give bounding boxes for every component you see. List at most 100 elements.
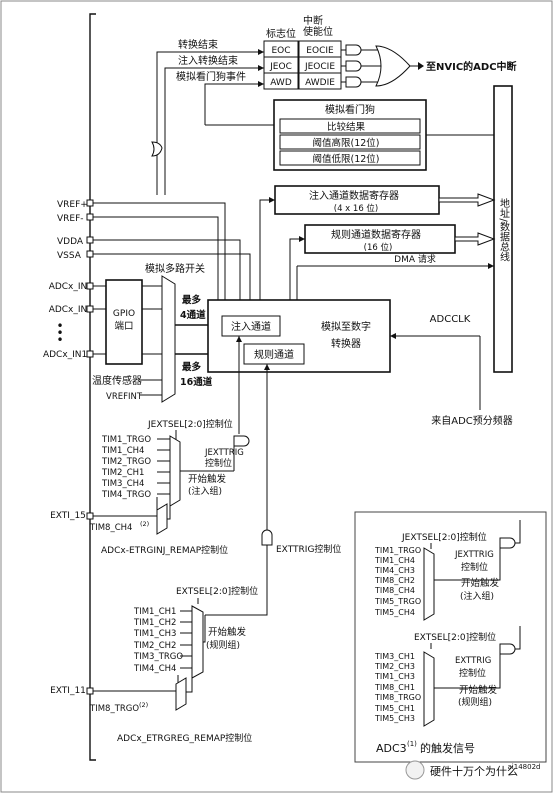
adc3-inj-input: TIM4_CH3 [374,566,415,575]
exti15-pin: EXTI_15 [50,511,86,521]
jextsel-label: JEXTSEL[2:0]控制位 [147,418,233,430]
reg-remap-mux [175,677,187,711]
vref-plus-line [93,202,226,300]
jexttrig-and-gate [233,435,250,447]
max16-label-1: 最多 [182,361,202,373]
adc3-extsel-label: EXTSEL[2:0]控制位 [414,631,496,643]
data-bus-label: 地址/数据总线 [498,197,510,262]
vref-plus-pin: VREF+ [57,200,88,210]
adc3-trigger-box [354,511,547,763]
pin-pad [86,199,94,207]
enable-eocie: EOCIE [306,46,334,56]
arrow-head [258,65,264,71]
adc3-inj-start-1: 开始触发 [461,577,500,589]
injected-channel-box [221,315,281,337]
event-eoc-label: 转换结束 [178,38,218,51]
flag-jeoc: JEOC [269,62,292,72]
or-gate [375,45,411,87]
vdda-line [93,239,241,316]
inj-input-tim4-trgo: TIM4_TRGO [101,490,151,500]
jexttrig-label-1: JEXTTRIG [204,448,244,458]
inj-input-tim2-ch1: TIM2_CH1 [101,468,144,478]
channel-dots-3: • [56,333,63,347]
enable-jeocie: JEOCIE [304,62,335,72]
adc3-inj-start-2: (注入组) [460,590,494,602]
wechat-icon [405,760,425,780]
inj-input-tim1-trgo: TIM1_TRGO [101,435,151,445]
watchdog-high-threshold: 阈值高限(12位) [312,137,379,149]
flag-box [263,40,299,90]
inj-start-trigger-2: (注入组) [188,485,222,497]
adc3-exttrig-2: 控制位 [459,667,486,679]
and-gate-jeoc [345,60,362,72]
vref-minus-line [93,216,219,300]
adc-in1-pin: ADCx_IN1 [49,305,93,315]
adc3-inj-input: TIM5_TRGO [374,597,421,606]
reg-remap-label: ADCx_ETRGREG_REMAP控制位 [117,732,252,744]
wire [515,520,521,544]
injected-bus-arrow [438,193,496,207]
tim8-trgo-label: TIM8_TRGO [89,704,139,714]
regular-register-sub: (16 位) [364,242,393,253]
injected-data-path [259,199,275,300]
reg-input-tim1-ch3: TIM1_CH3 [133,629,176,639]
arrow-head [258,49,264,55]
adc3-jextsel-label: JEXTSEL[2:0]控制位 [401,531,487,543]
inj-input-tim1-ch4: TIM1_CH4 [101,446,144,456]
adc3-reg-input: TIM2_CH3 [374,662,415,671]
awd-line [204,83,264,125]
jexttrig-label-2: 控制位 [205,457,232,469]
inj-remap-mux [156,503,168,535]
pin-pad [86,282,94,290]
watchdog-compare-result: 比较结果 [327,121,366,133]
reg-input-tim2-ch2: TIM2_CH2 [133,641,176,651]
channel-dots-1: • [56,319,63,333]
watchdog-row [279,134,421,150]
injected-data-register [274,185,440,215]
adc3-reg-input: TIM5_CH3 [374,714,415,723]
max4-label-2: 4通道 [180,309,206,321]
pin-pad [86,213,94,221]
adc3-reg-start-1: 开始触发 [459,684,498,696]
temp-sensor-label: 温度传感器 [92,374,142,387]
arrow-head [269,197,275,203]
regular-register-title: 规则通道数据寄存器 [331,228,421,241]
adc3-inj-input: TIM5_CH4 [374,608,415,617]
converter-title-2: 转换器 [331,337,361,350]
left-bracket [89,13,96,761]
wire [167,500,171,520]
arrow-head [418,62,424,70]
adc3-inj-input: TIM1_CH4 [374,556,415,565]
exttrig-label: EXTTRIG控制位 [276,543,341,555]
enable-box [298,40,342,90]
arrow-head [236,336,242,342]
wire [515,626,521,650]
pin-pad [86,350,94,358]
interrupt-header-bottom: 使能位 [303,25,333,38]
and-gate-awd [345,76,362,88]
exti11-pin: EXTI_11 [50,686,86,696]
arrow-head [299,236,305,242]
watermark-text: 硬件十万个为什么 [430,764,518,778]
inj-remap-label: ADCx-ETRGINJ_REMAP控制位 [101,544,228,556]
flag-eoc: EOC [271,46,290,56]
regular-trigger-path [205,545,268,616]
vssa-line [93,253,251,316]
arrow-head [488,263,494,269]
adc-in15-pin: ADCx_IN15 [43,350,93,360]
figure-code: ai14802d [508,763,541,771]
wire [203,615,206,643]
exti11-line [93,675,179,692]
inj-input-tim2-trgo: TIM2_TRGO [101,457,151,467]
watchdog-or-gate [151,141,163,157]
wire [186,672,193,693]
reg-trigger-mux [191,605,204,679]
reg-input-tim3-trgo: TIM3_TRGO [133,652,183,662]
pin-pad [86,687,94,695]
adc3-jexttrig-1: JEXTTRIG [454,550,494,560]
adc3-caption-note: (1) [407,740,417,748]
channel-dots-2: • [56,326,63,340]
adc3-jexttrig-gate [499,537,516,549]
flag-header: 标志位 [266,27,296,40]
